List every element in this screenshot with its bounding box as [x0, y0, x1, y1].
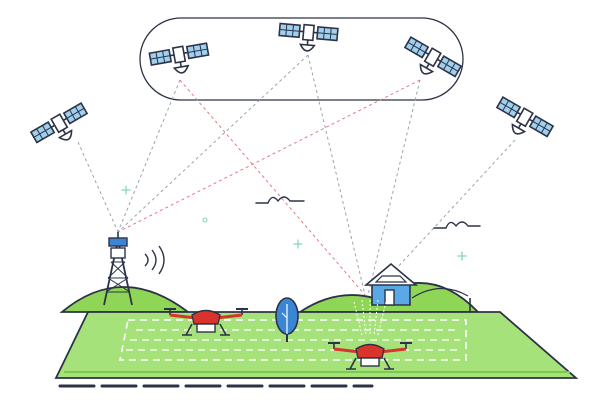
- satellite-group-frame: [139, 17, 464, 101]
- beam: [117, 79, 181, 233]
- satellite-icon: [277, 21, 339, 55]
- satellite-icon: [397, 35, 463, 89]
- beam: [117, 79, 421, 233]
- sky-decorations: [121, 185, 481, 261]
- sparkle-icon: [202, 217, 208, 223]
- hills: [59, 282, 481, 313]
- beam: [367, 79, 421, 296]
- beam: [179, 79, 366, 296]
- farmhouse-icon: [363, 262, 419, 306]
- bird-icon: [433, 221, 481, 229]
- bird-icon: [255, 196, 305, 204]
- tree-icon: [275, 297, 299, 342]
- spray-mist: [353, 299, 387, 336]
- sparkle-icon: [121, 185, 467, 261]
- beam: [117, 54, 309, 233]
- beam: [77, 141, 119, 233]
- satellite-icon: [489, 95, 555, 149]
- beam: [307, 54, 366, 296]
- satellite-icon: [148, 41, 212, 79]
- satellite-icon: [29, 101, 95, 155]
- crop-field: [54, 311, 579, 388]
- drones: [162, 299, 414, 371]
- satellite-constellation: [29, 21, 555, 155]
- signal-beams: [77, 54, 516, 296]
- rtk-base-station-icon: [103, 232, 165, 306]
